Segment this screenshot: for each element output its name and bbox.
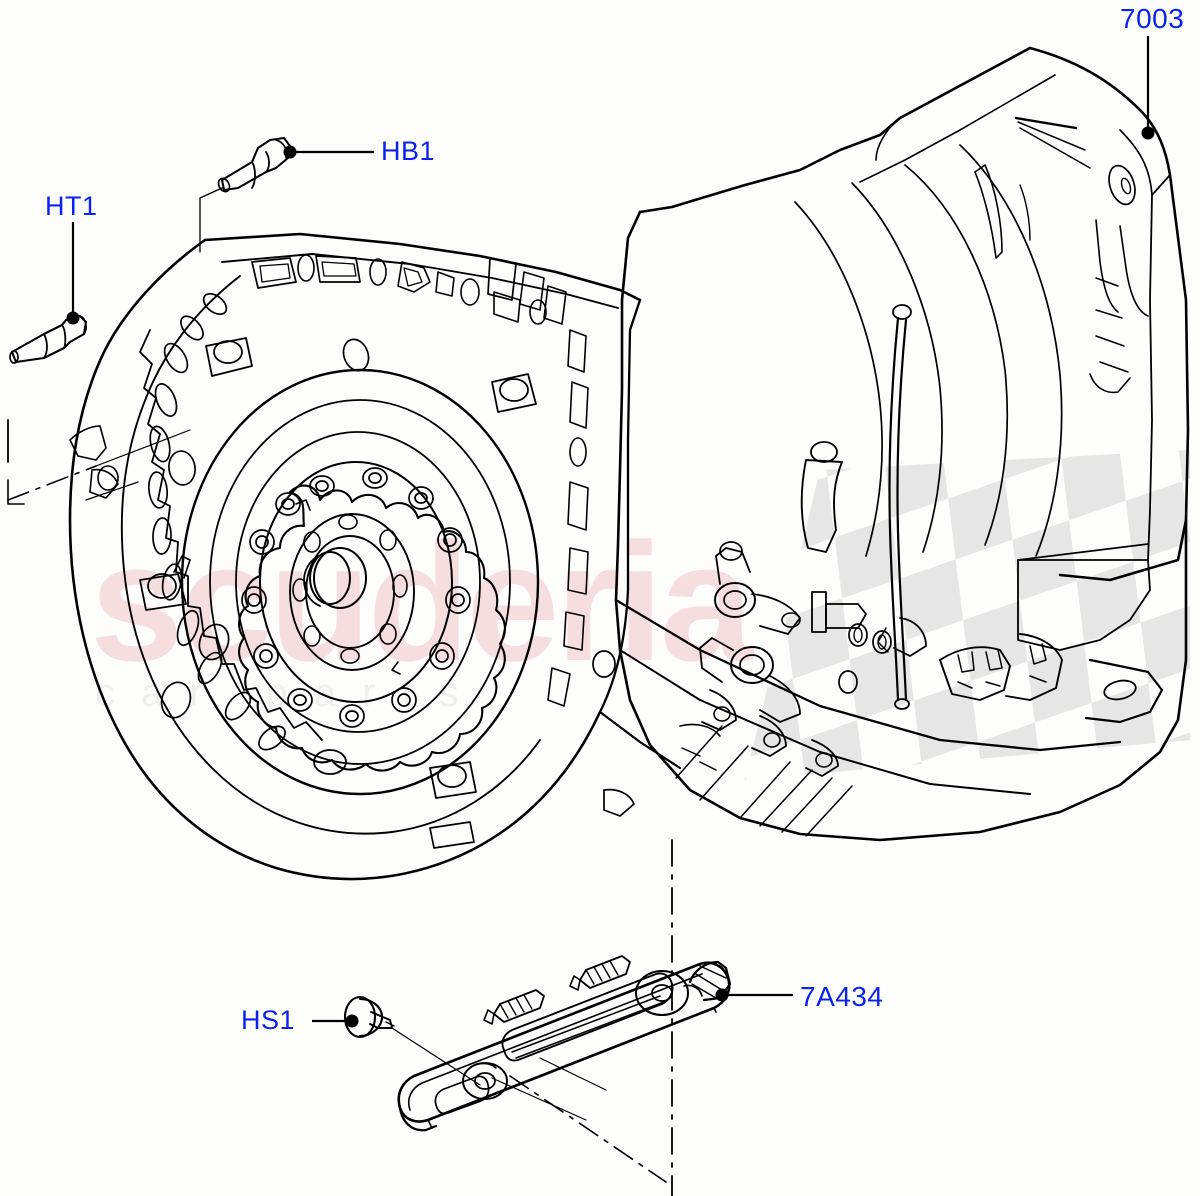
leader-dot-7003 — [1141, 126, 1155, 140]
leader-dot-hb1 — [283, 145, 297, 159]
hs1-rubber-mount — [343, 995, 481, 1086]
leader-dot-ht1 — [66, 311, 80, 325]
leader-dot-7a434 — [715, 988, 729, 1002]
callout-label-hb1[interactable]: HB1 — [381, 136, 436, 166]
callout-label-7003[interactable]: 7003 — [1120, 3, 1185, 34]
callout-label-hs1[interactable]: HS1 — [241, 1005, 296, 1035]
shift-linkage-cluster — [679, 304, 1063, 777]
bell-housing — [68, 232, 682, 881]
torque-converter — [180, 368, 540, 796]
crossmember-bracket — [397, 955, 732, 1132]
transmission-case — [614, 46, 1190, 842]
leader-dot-hs1 — [345, 1014, 359, 1028]
projection-centerline-bracket — [509, 1075, 667, 1183]
ht1-dowel-stud — [9, 314, 88, 364]
checkered-flag-watermark — [745, 450, 1190, 780]
projection-centerline-left — [7, 465, 97, 501]
callout-label-ht1[interactable]: HT1 — [45, 191, 98, 221]
callout-leaders — [66, 36, 1155, 1028]
callout-label-7a434[interactable]: 7A434 — [800, 981, 884, 1012]
